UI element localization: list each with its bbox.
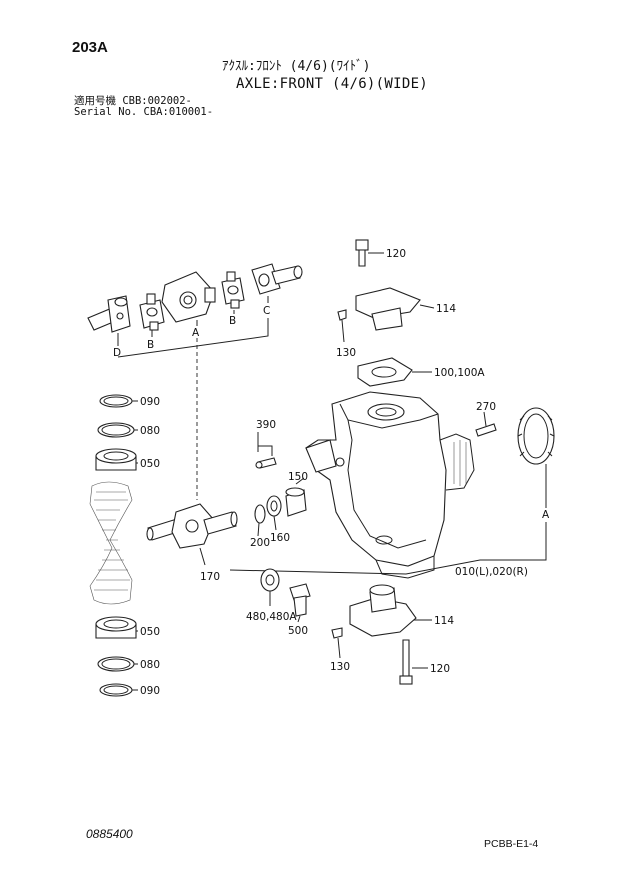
page-code: 203A: [72, 39, 108, 56]
label-130-top: 130: [336, 347, 356, 359]
title-english: AXLE:FRONT (4/6)(WIDE): [236, 76, 429, 92]
knuckle-housing: [305, 391, 475, 579]
label-080-bottom: 080: [140, 659, 160, 671]
label-120-top: 120: [386, 248, 406, 260]
label-090-bottom: 090: [140, 685, 160, 697]
ring-gear-010-020: [229, 407, 555, 575]
label-114-top: 114: [436, 303, 456, 315]
label-090-top: 090: [140, 396, 160, 408]
ref-letter-c: C: [263, 305, 270, 317]
label-010-020: 010(L),020(R): [455, 566, 528, 578]
label-160: 160: [270, 532, 290, 544]
ref-letter-a2: A: [542, 509, 550, 521]
bushing-150: [285, 477, 307, 517]
label-270: 270: [476, 401, 496, 413]
center-yoke-part-a: [161, 271, 216, 323]
spider-part-b-left: [139, 293, 165, 331]
label-050-top: 050: [140, 458, 160, 470]
label-120-bottom: 120: [430, 663, 450, 675]
shim-100: [357, 357, 432, 387]
drawing-number: 0885400: [86, 827, 133, 841]
label-114-bottom: 114: [434, 615, 454, 627]
cap-114-bottom: [349, 584, 432, 637]
label-170: 170: [200, 571, 220, 583]
serial-number: Serial No. CBA:010001-: [74, 106, 214, 118]
ring-080-bottom: [97, 656, 138, 672]
shaft-housing-hatched: [89, 481, 133, 605]
spider-part-b-right: [221, 271, 245, 309]
label-150: 150: [288, 471, 308, 483]
bearing-050-top: [95, 448, 138, 471]
ref-letter-a1: A: [192, 327, 200, 339]
ref-letter-d: D: [113, 347, 121, 359]
label-080-top: 080: [140, 425, 160, 437]
joint-shaft-170: [146, 503, 238, 566]
label-480-480a: 480,480A: [246, 611, 297, 623]
grease-fitting-130-top: [337, 309, 347, 343]
label-390: 390: [256, 419, 276, 431]
ref-letter-b2: B: [229, 315, 236, 327]
seal-090-bottom: [99, 683, 138, 697]
title-japanese: ｱｸｽﾙ:ﾌﾛﾝﾄ (4/6)(ﾜｲﾄﾞ): [222, 59, 371, 74]
bolt-120-bottom: [399, 639, 428, 685]
yoke-part-d: [87, 295, 131, 333]
sheet-code: PCBB-E1-4: [484, 838, 539, 850]
label-100-100a: 100,100A: [434, 367, 485, 379]
pin-270: [475, 411, 497, 437]
yoke-part-c: [251, 263, 303, 295]
washer-480: [260, 568, 280, 606]
bolt-120-top: [355, 239, 384, 267]
label-500: 500: [288, 625, 308, 637]
label-130-bottom: 130: [330, 661, 350, 673]
ring-080-top: [97, 422, 138, 438]
letter-leaders: [117, 296, 269, 500]
label-200: 200: [250, 537, 270, 549]
bolt-500: [289, 583, 311, 623]
serial-applicable-machines: 適用号機 CBB:002002-: [74, 95, 192, 107]
washer-160: [266, 495, 282, 531]
pin-390: [255, 432, 277, 469]
seal-090-top: [99, 394, 138, 408]
grease-fitting-130-bottom: [331, 627, 343, 659]
cap-114-top: [355, 287, 435, 331]
label-050-bottom: 050: [140, 626, 160, 638]
bearing-050-bottom: [95, 616, 138, 639]
ref-letter-b1: B: [147, 339, 154, 351]
seal-200: [254, 504, 266, 537]
